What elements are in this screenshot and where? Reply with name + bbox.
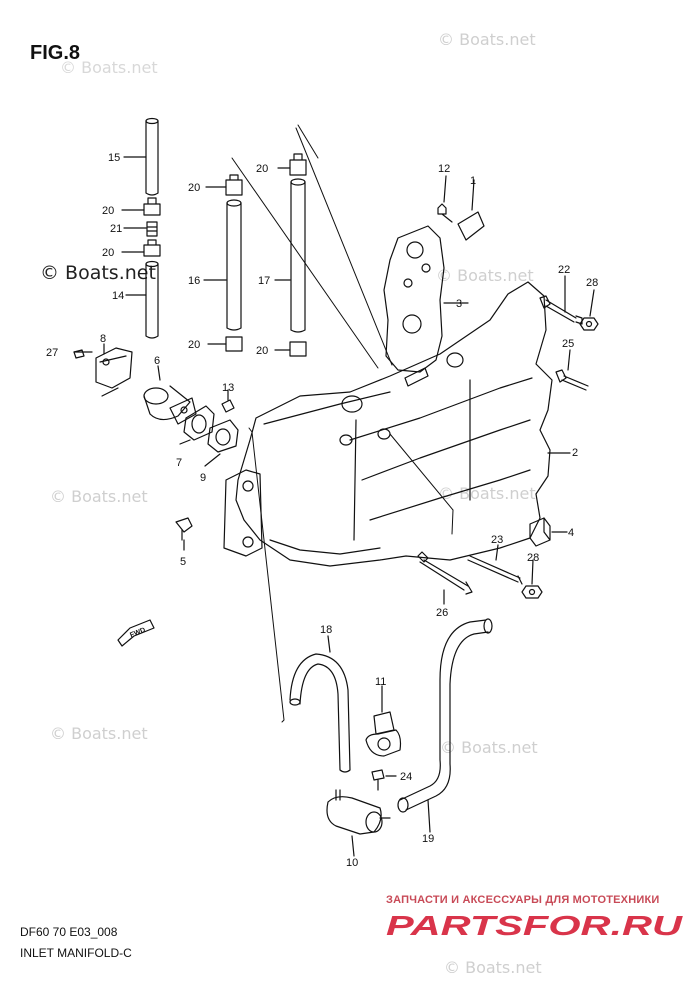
valve-6[interactable] <box>143 385 197 425</box>
watermark-mid-right: © Boats.net <box>436 266 534 285</box>
label-20-f: 20 <box>256 345 268 357</box>
clip-20-a[interactable] <box>143 197 161 216</box>
label-13: 13 <box>222 382 234 394</box>
grommet-4[interactable] <box>529 517 551 547</box>
label-23: 23 <box>491 534 503 546</box>
watermark-lower-left: © Boats.net <box>50 724 148 743</box>
fitting-21[interactable] <box>146 221 158 237</box>
hose-17[interactable] <box>289 153 307 357</box>
hose-18[interactable] <box>289 653 351 773</box>
promo-tagline: ЗАПЧАСТИ И АКСЕССУАРЫ ДЛЯ МОТОТЕХНИКИ <box>386 894 660 906</box>
inlet-manifold-2[interactable] <box>223 281 553 567</box>
label-2: 2 <box>572 447 578 459</box>
watermark-center: © Boats.net <box>438 484 536 503</box>
clip-20-b[interactable] <box>143 239 161 257</box>
screw-27[interactable] <box>73 349 93 359</box>
label-5: 5 <box>180 556 186 568</box>
figure-title: FIG.8 <box>30 42 81 64</box>
clamp-11[interactable] <box>365 711 402 757</box>
label-7: 7 <box>176 457 182 469</box>
watermark-lower-right: © Boats.net <box>440 738 538 757</box>
label-6: 6 <box>154 355 160 367</box>
bolt-12[interactable] <box>437 203 453 223</box>
hose-15[interactable] <box>145 117 159 196</box>
label-9: 9 <box>200 472 206 484</box>
bolt-24[interactable] <box>371 769 385 791</box>
label-24: 24 <box>400 771 412 783</box>
label-28-a: 28 <box>586 277 598 289</box>
gasket-3[interactable] <box>383 225 445 373</box>
diagram-code: DF60 70 E03_008 <box>20 925 118 939</box>
label-20-d: 20 <box>188 339 200 351</box>
label-28-b: 28 <box>527 552 539 564</box>
brand-logo[interactable]: PARTSFOR.RU <box>386 910 686 940</box>
fwd-direction-arrow <box>117 619 155 647</box>
label-17: 17 <box>258 275 270 287</box>
plug-5[interactable] <box>175 517 193 541</box>
label-25: 25 <box>562 338 574 350</box>
label-21: 21 <box>110 223 122 235</box>
label-10: 10 <box>346 857 358 869</box>
gasket-7[interactable] <box>183 405 215 441</box>
label-19: 19 <box>422 833 434 845</box>
watermark-left: © Boats.net <box>50 487 148 506</box>
label-12: 12 <box>438 163 450 175</box>
fuel-filter-10[interactable] <box>326 789 391 835</box>
bolt-25[interactable] <box>555 369 589 391</box>
bracket-1[interactable] <box>457 211 485 241</box>
label-20-a: 20 <box>102 205 114 217</box>
label-18: 18 <box>320 624 332 636</box>
hose-16[interactable] <box>225 174 243 352</box>
label-20-c: 20 <box>188 182 200 194</box>
watermark-upper-mid: © Boats.net <box>60 58 158 77</box>
label-27: 27 <box>46 347 58 359</box>
label-20-e: 20 <box>256 163 268 175</box>
nut-28-upper[interactable] <box>579 317 599 331</box>
label-15: 15 <box>108 152 120 164</box>
bolt-22[interactable] <box>539 295 583 325</box>
plate-8[interactable] <box>95 347 133 397</box>
bolt-26[interactable] <box>417 551 473 595</box>
watermark-bottom: © Boats.net <box>444 958 542 977</box>
label-14: 14 <box>112 290 124 302</box>
label-16: 16 <box>188 275 200 287</box>
pin-13[interactable] <box>221 399 235 413</box>
label-11: 11 <box>375 676 386 688</box>
gasket-9[interactable] <box>207 419 239 453</box>
watermark-bold: © Boats.net <box>40 262 156 284</box>
hose-14[interactable] <box>145 260 159 339</box>
label-8: 8 <box>100 333 106 345</box>
nut-28-lower[interactable] <box>521 585 543 599</box>
part-labels: 15 20 21 20 14 20 16 20 20 17 20 12 1 3 … <box>46 152 598 869</box>
brand-logo-text: PARTSFOR.RU <box>386 910 683 940</box>
bolt-23[interactable] <box>467 555 523 585</box>
diagram-name: INLET MANIFOLD-C <box>20 946 132 960</box>
label-22: 22 <box>558 264 570 276</box>
label-20-b: 20 <box>102 247 114 259</box>
label-4: 4 <box>568 527 574 539</box>
label-3: 3 <box>456 298 462 310</box>
hose-19[interactable] <box>397 618 493 813</box>
watermark-top-right: © Boats.net <box>438 30 536 49</box>
label-1: 1 <box>470 175 476 187</box>
label-26: 26 <box>436 607 448 619</box>
